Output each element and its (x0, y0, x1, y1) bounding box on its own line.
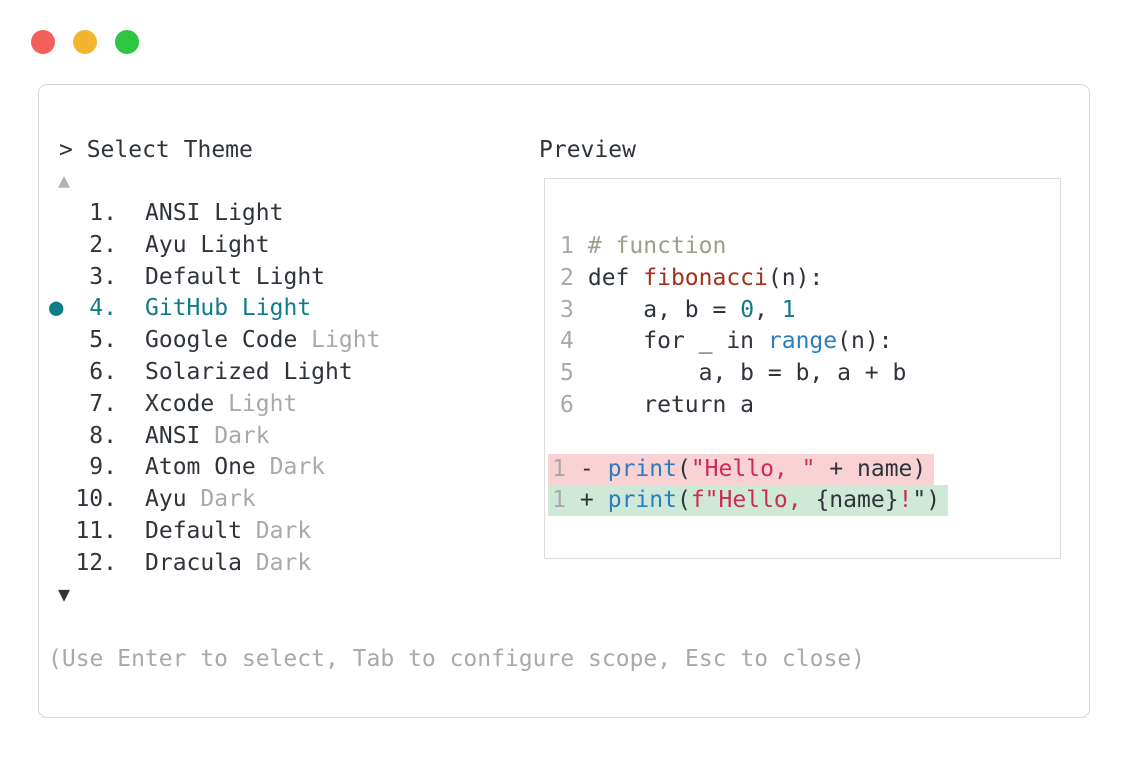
code-token: for _ in (587, 328, 768, 354)
theme-option-default-dark[interactable]: 11. Default Dark (48, 515, 311, 547)
minimize-icon[interactable] (73, 30, 97, 54)
theme-option-xcode-light[interactable]: 7. Xcode Light (48, 388, 297, 420)
code-line: 4 for _ in range(n): (560, 325, 893, 357)
theme-option-ayu-dark[interactable]: 10. Ayu Dark (48, 483, 256, 515)
diff-added-line: 1 + print(f"Hello, {name}!") (548, 485, 949, 516)
theme-number: 8. (89, 423, 117, 449)
scroll-down-icon[interactable]: ▼ (58, 582, 71, 606)
line-number: 5 (560, 360, 574, 386)
code-line: 1 # function (560, 230, 726, 262)
code-token: (n): (837, 328, 893, 354)
code-token: ! (898, 487, 913, 513)
line-number: 1 (560, 233, 574, 259)
theme-number: 1. (89, 200, 117, 226)
theme-name: Xcode (145, 391, 215, 417)
theme-option-atom-one-dark[interactable]: 9. Atom One Dark (48, 451, 325, 483)
theme-number: 4. (89, 295, 117, 321)
theme-variant: Dark (200, 423, 270, 449)
theme-picker-window: > Select Theme Preview ▲ ▼ 1.ANSI Light … (38, 84, 1090, 718)
line-number: 6 (560, 392, 574, 418)
theme-name: ANSI Light (145, 200, 284, 226)
close-icon[interactable] (31, 30, 55, 54)
code-token: "Hello, " (690, 456, 816, 482)
theme-variant: Light (297, 327, 381, 353)
code-token: , (754, 297, 782, 323)
theme-name: Atom One (145, 454, 256, 480)
code-token: a, b = (587, 297, 741, 323)
code-token: (n): (767, 265, 824, 291)
theme-number: 5. (89, 327, 117, 353)
theme-variant: Dark (255, 454, 326, 480)
theme-number: 3. (89, 264, 117, 290)
diff-plus-sign: + (579, 487, 594, 513)
code-token: ( (676, 487, 691, 513)
code-token: print (607, 487, 677, 513)
code-token: fibonacci (643, 265, 768, 291)
code-line: 6 return a (560, 389, 754, 421)
maximize-icon[interactable] (115, 30, 139, 54)
diff-removed-line: 1-print("Hello, " + name) (548, 454, 935, 485)
code-token: 0 (740, 297, 755, 323)
selected-indicator-icon: ● (49, 293, 64, 321)
code-token: {name} (815, 487, 899, 513)
theme-name: Google Code (145, 327, 298, 353)
theme-option-ayu-light[interactable]: 2. Ayu Light (48, 229, 270, 261)
code-line: 2 def fibonacci(n): (560, 262, 823, 294)
theme-name: Solarized Light (145, 359, 353, 385)
theme-name: ANSI (145, 423, 201, 449)
scroll-up-icon[interactable]: ▲ (58, 168, 71, 192)
theme-option-solarized-light[interactable]: 6. Solarized Light (48, 356, 353, 388)
diff-minus-sign: - (579, 456, 594, 482)
theme-name: Dracula (145, 550, 242, 576)
code-token: def (587, 265, 644, 291)
code-line: 3 a, b = 0, 1 (560, 294, 796, 326)
theme-variant: Dark (241, 518, 312, 544)
code-token: print (607, 456, 677, 482)
theme-name: Default (145, 518, 242, 544)
line-number: 1 (552, 487, 566, 513)
theme-option-google-code-light[interactable]: 5. Google Code Light (48, 324, 380, 356)
code-token: 1 (781, 297, 796, 323)
theme-option-dracula-dark[interactable]: 12. Dracula Dark (48, 547, 311, 579)
line-number: 3 (560, 297, 574, 323)
theme-name: GitHub Light (145, 295, 312, 321)
theme-variant: Dark (186, 486, 256, 512)
theme-name: Default Light (145, 264, 326, 290)
dialog-title: > Select Theme (59, 137, 253, 163)
theme-option-ansi-light[interactable]: 1. ANSI Light (48, 197, 283, 229)
theme-number: 9. (89, 454, 117, 480)
code-token: range (767, 328, 838, 354)
theme-option-github-light[interactable]: ● 4. GitHub Light (48, 292, 311, 324)
line-number: 1 (552, 456, 566, 482)
theme-option-default-light[interactable]: 3. Default Light (48, 261, 325, 293)
code-token: return a (587, 392, 755, 418)
theme-name: Ayu Light (145, 232, 270, 258)
code-token: + name) (815, 456, 927, 482)
code-token: a, b = b, a + b (587, 360, 907, 386)
code-token: ( (676, 456, 691, 482)
theme-variant: Dark (241, 550, 312, 576)
code-token: f"Hello, (690, 487, 816, 513)
theme-number: 2. (89, 232, 117, 258)
theme-variant: Light (214, 391, 298, 417)
theme-number: 6. (89, 359, 117, 385)
theme-number: 11. (75, 518, 117, 544)
theme-number: 12. (75, 550, 117, 576)
preview-label: Preview (539, 137, 636, 163)
theme-number: 10. (75, 486, 117, 512)
code-token: ") (912, 487, 941, 513)
line-number: 2 (560, 265, 574, 291)
code-line: 5 a, b = b, a + b (560, 357, 906, 389)
theme-option-ansi-dark[interactable]: 8. ANSI Dark (48, 420, 270, 452)
line-number: 4 (560, 328, 574, 354)
theme-name: Ayu (145, 486, 187, 512)
theme-number: 7. (89, 391, 117, 417)
code-token: # function (587, 233, 727, 259)
keyboard-hints: (Use Enter to select, Tab to configure s… (48, 646, 865, 672)
